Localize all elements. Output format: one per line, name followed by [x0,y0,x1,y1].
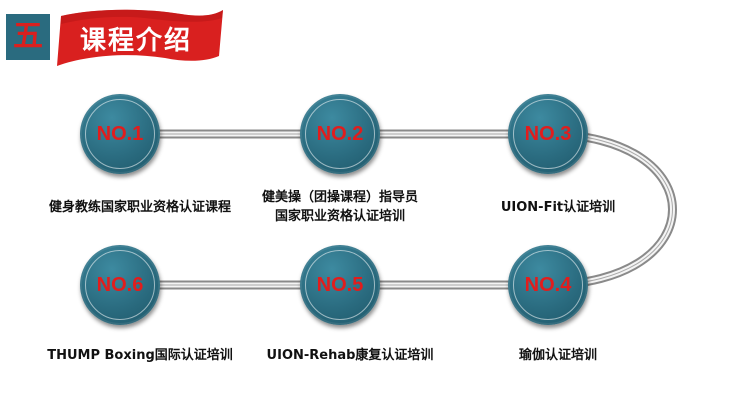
step-node-2: NO.2 [300,94,380,174]
step-caption-2: 健美操（团操课程）指导员 国家职业资格认证培训 [240,188,440,226]
step-caption-4: 瑜伽认证培训 [478,346,638,365]
caption-line: 健身教练国家职业资格认证课程 [48,200,231,215]
page-title: 课程介绍 [80,26,193,56]
caption-line: THUMP Boxing国际认证培训 [47,348,233,363]
section-number-badge: 五 [6,14,50,60]
caption-line: 国家职业资格认证培训 [274,209,405,224]
step-label: NO.3 [524,122,572,145]
step-caption-3: UION-Fit认证培训 [478,198,638,217]
caption-line: UION-Rehab康复认证培训 [266,348,434,363]
step-label: NO.5 [316,273,364,296]
step-node-1: NO.1 [80,94,160,174]
step-label: NO.4 [524,273,572,296]
step-node-5: NO.5 [300,245,380,325]
step-label: NO.6 [96,273,144,296]
caption-line: 健美操（团操课程）指导员 [261,190,418,205]
step-node-6: NO.6 [80,245,160,325]
title-banner [57,9,223,67]
step-caption-1: 健身教练国家职业资格认证课程 [20,198,260,217]
step-node-4: NO.4 [508,245,588,325]
step-node-3: NO.3 [508,94,588,174]
step-caption-5: UION-Rehab康复认证培训 [250,346,450,365]
caption-line: UION-Fit认证培训 [500,200,616,215]
step-label: NO.2 [316,122,364,145]
caption-line: 瑜伽认证培训 [518,348,597,363]
step-caption-6: THUMP Boxing国际认证培训 [20,346,260,365]
step-label: NO.1 [96,122,144,145]
